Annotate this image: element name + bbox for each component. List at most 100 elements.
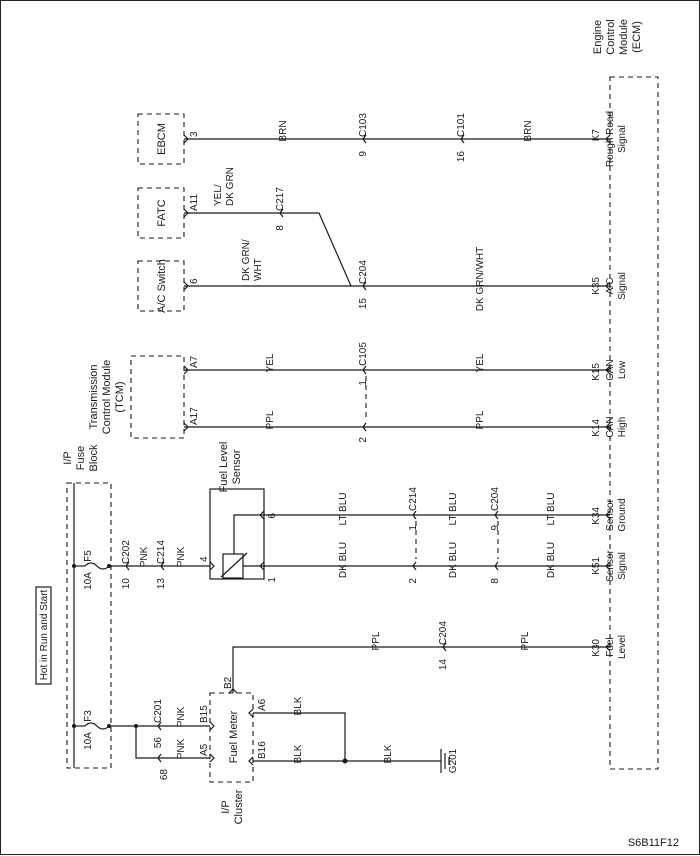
ebcm-module-box (137, 113, 185, 165)
svg-text:WHT: WHT (253, 258, 264, 281)
c201-label: C201 (153, 699, 164, 723)
wire-color-ltblu-1: LT BLU (338, 493, 349, 526)
svg-text:Fuel: Fuel (605, 637, 616, 656)
c214-sig-pin: 2 (408, 578, 419, 584)
ground-label: G201 (448, 748, 459, 773)
svg-text:DK GRN: DK GRN (225, 167, 236, 206)
svg-text:CAN: CAN (605, 359, 616, 380)
ip-cluster-box (209, 692, 254, 783)
ip-fuse-block-label: I/P Fuse Block (62, 444, 100, 471)
tcm-label: Transmission Control Module (TCM) (88, 360, 126, 435)
wire-color-brn-1: BRN (278, 120, 289, 141)
c204-ac-label: C204 (358, 260, 369, 284)
fuel-meter-label: Fuel Meter (228, 710, 240, 763)
ecm-label: Engine Control Module (ECM) (592, 19, 643, 55)
svg-text:K7: K7 (591, 129, 602, 142)
wire-color-pnk-1: PNK (139, 546, 150, 567)
svg-text:K30: K30 (591, 639, 602, 657)
ecm-terminal-k34-name: Sensor Ground (605, 498, 628, 531)
c101-pin: 16 (456, 151, 467, 163)
svg-text:K51: K51 (591, 557, 602, 575)
ebcm-pin: 3 (189, 131, 200, 137)
sensor-sig-pin: 1 (267, 577, 278, 583)
svg-text:High: High (617, 417, 628, 438)
wire-fuel-level (232, 646, 610, 693)
c217-pin: 8 (275, 225, 286, 231)
wire-color-dkblu-1: DK BLU (338, 542, 349, 578)
svg-text:Fuel Level: Fuel Level (218, 442, 230, 493)
wire-color-blk-1: BLK (293, 696, 304, 715)
wire-color-ac-signal: DK GRN/WHT (475, 247, 486, 311)
wire-color-yel-2: YEL (475, 353, 486, 372)
c204-fuel-label: C204 (438, 621, 449, 645)
svg-text:Transmission: Transmission (88, 365, 100, 430)
hot-in-run-start-box (35, 586, 52, 685)
sensor-pwr-pin: 4 (199, 556, 210, 562)
cluster-b2-pin: B2 (223, 676, 234, 689)
wire-fatc (184, 212, 352, 287)
c105-low-pin: 1 (358, 380, 369, 386)
ecm-terminal-k34: K34 (591, 507, 602, 525)
svg-text:CAN: CAN (605, 416, 616, 437)
wire-color-ppl-4: PPL (520, 631, 531, 650)
fuse-f3-icon (84, 722, 110, 730)
ecm-terminal-k51: K51 (591, 557, 602, 575)
wire-color-ppl-2: PPL (475, 410, 486, 429)
svg-text:Control: Control (605, 19, 617, 54)
svg-text:Ground: Ground (617, 498, 628, 531)
tcm-high-pin: A17 (189, 407, 200, 425)
tcm-module-box (130, 355, 185, 439)
ecm-terminal-k15-name: CAN Low (605, 359, 628, 380)
ecm-terminal-k7: K7 (591, 129, 602, 142)
fuel-level-sensor-box (209, 488, 265, 580)
c204-fuel-pin: 14 (438, 659, 449, 671)
hot-in-run-start-label: Hot in Run and Start (39, 589, 50, 680)
wire-color-pnk-2: PNK (176, 546, 187, 567)
ecm-terminal-k51-name: Sensor Signal (605, 549, 628, 581)
wire-color-yel-1: YEL (265, 353, 276, 372)
connector-chevrons (125, 134, 611, 766)
figure-code: S6B11F12 (628, 837, 679, 849)
c217-label: C217 (275, 187, 286, 211)
svg-text:YEL/: YEL/ (213, 184, 224, 206)
svg-text:Engine: Engine (592, 20, 604, 54)
fuse-f3-name: F3 (83, 710, 94, 722)
c204-sig-pin: 8 (490, 578, 501, 584)
svg-text:K34: K34 (591, 507, 602, 525)
svg-text:Block: Block (88, 444, 100, 471)
svg-text:Fuse: Fuse (75, 446, 87, 470)
c202-label: C202 (121, 540, 132, 564)
c214-pwr-label: C214 (156, 540, 167, 564)
ecm-terminal-k35-name: A/C Signal (605, 272, 628, 300)
svg-text:Sensor: Sensor (605, 498, 616, 530)
c201-b15-pin: 56 (153, 737, 164, 749)
fuel-level-sensor-label: Fuel Level Sensor (218, 442, 243, 493)
ecm-terminal-k15: K15 (591, 363, 602, 381)
svg-text:Low: Low (617, 360, 628, 379)
c201-a5-pin: 68 (159, 769, 170, 781)
fuse-f3-rating: 10A (83, 732, 94, 750)
sensor-gnd-pin: 6 (267, 513, 278, 519)
c202-pin: 10 (121, 578, 132, 590)
c105-high-pin: 2 (358, 437, 369, 443)
wire-color-brn-2: BRN (523, 120, 534, 141)
wire-color-pnk-4: PNK (176, 738, 187, 759)
c204-gnd-pin: 9 (490, 525, 501, 531)
ip-cluster-label: I/P Cluster (220, 789, 245, 824)
cluster-a6-pin: A6 (257, 698, 268, 711)
fuse-f5-rating: 10A (83, 572, 94, 590)
ecm-terminal-k14-name: CAN High (605, 416, 628, 437)
fuse-f5-icon (84, 562, 110, 570)
ecm-terminal-k35: K35 (591, 277, 602, 295)
cluster-b16-pin: B16 (257, 741, 268, 759)
ecm-terminal-k14: K14 (591, 419, 602, 437)
svg-text:Rough Road: Rough Road (605, 111, 616, 167)
svg-text:(ECM): (ECM) (631, 21, 643, 53)
wire-color-pnk-3: PNK (176, 706, 187, 727)
fuse-f5-name: F5 (83, 550, 94, 562)
fatc-label: FATC (156, 199, 168, 226)
wire-color-dkblu-2: DK BLU (448, 542, 459, 578)
wire-color-blk-3: BLK (383, 744, 394, 763)
